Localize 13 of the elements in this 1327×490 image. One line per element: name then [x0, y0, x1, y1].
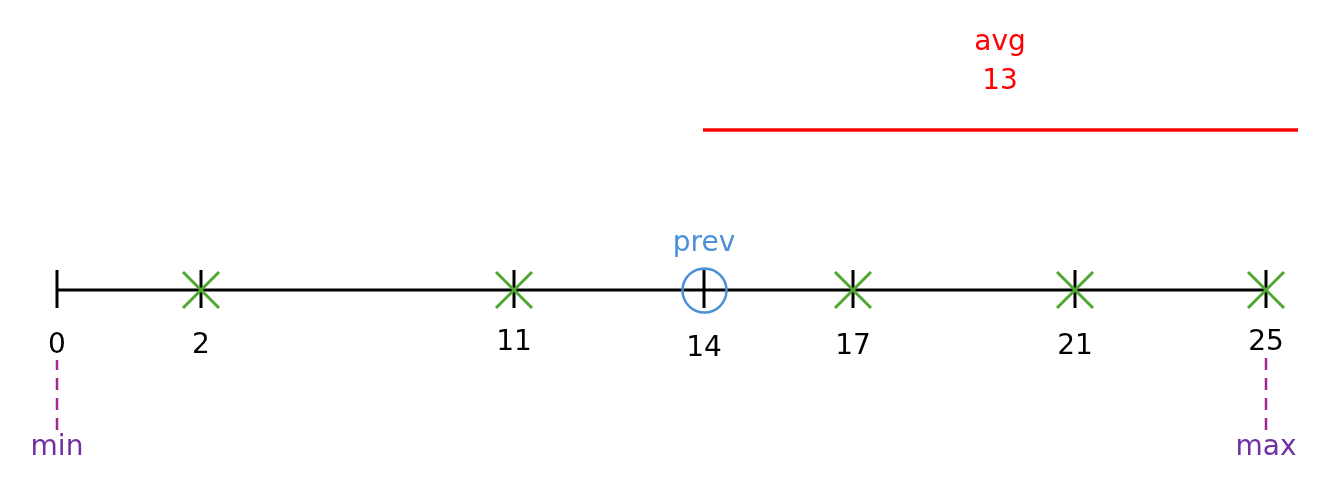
leader-label: max — [1235, 429, 1297, 463]
tick-label: 2 — [192, 327, 210, 361]
leader-line — [1264, 357, 1268, 430]
tick-label: 11 — [496, 324, 532, 358]
tick-label: 21 — [1057, 328, 1093, 362]
tick-label: 25 — [1248, 324, 1284, 358]
leader-label: min — [30, 429, 84, 463]
tick-label: 17 — [835, 328, 871, 362]
leader-line — [55, 360, 59, 430]
tick-label: 0 — [48, 327, 66, 361]
value-label: avg 13 — [974, 22, 1026, 98]
tick-label: 14 — [686, 330, 722, 364]
marker-label: prev — [672, 225, 736, 259]
